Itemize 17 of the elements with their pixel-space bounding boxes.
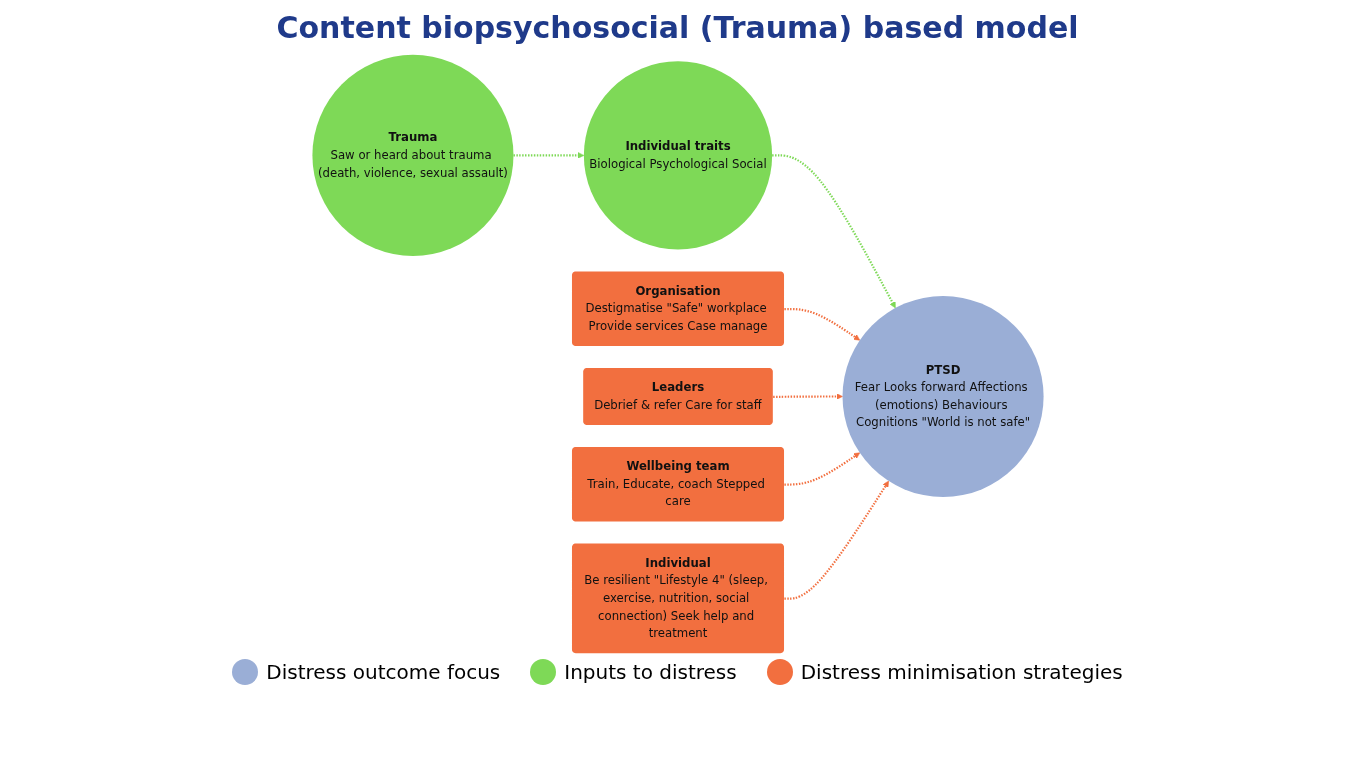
node-circle: Individual traits Biological Psychological Social	[583, 61, 772, 250]
node-box: Organisation Destigmatise "Safe" workplace Provide services Case manage	[571, 271, 784, 347]
arrow	[783, 480, 889, 600]
arrow	[771, 154, 896, 309]
arrow	[783, 307, 860, 341]
arrow	[513, 152, 584, 159]
arrow	[783, 452, 860, 486]
legend-label: Inputs to distress	[564, 660, 737, 684]
title: Content biopsychosocial (Trauma) based model	[276, 10, 1079, 45]
node-box: Wellbeing team Train, Educate, coach Stepped care	[571, 446, 784, 522]
node-circle: PTSD Fear Looks forward Affections (emotions) Behaviours Cognitions "World is not safe"	[842, 295, 1044, 498]
node-circle: Trauma Saw or heard about trauma (death, violence, sexual assault)	[311, 54, 513, 256]
legend-label: Distress outcome focus	[266, 660, 501, 684]
arrow	[772, 393, 843, 400]
node-box: Leaders Debrief & refer Care for staff	[582, 368, 773, 425]
legend-label: Distress minimisation strategies	[800, 660, 1123, 684]
node-box: Individual Be resilient "Lifestyle 4" (sleep, exercise, nutrition, social connection) Seek help and treatment	[571, 543, 784, 654]
